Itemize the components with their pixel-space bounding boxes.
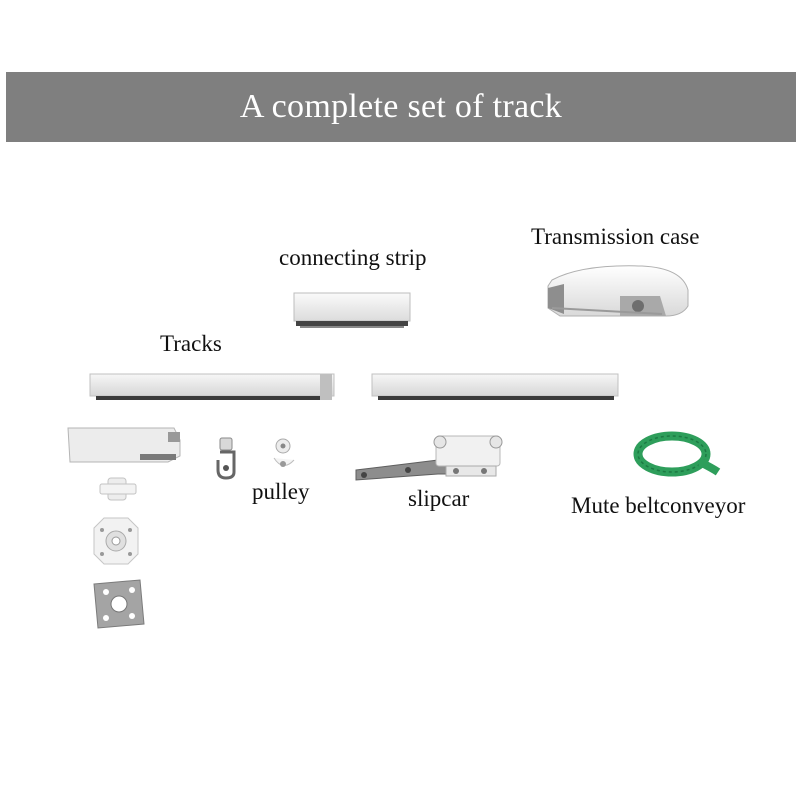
track-left-image <box>89 373 335 400</box>
label-slipcar: slipcar <box>408 486 470 511</box>
slipcar-image <box>355 435 503 481</box>
mount-bracket-image <box>93 517 139 565</box>
pulley-wheel-image <box>273 438 295 467</box>
track-right-image <box>371 373 619 400</box>
title-banner: A complete set of track <box>6 72 796 142</box>
coupling-image <box>99 477 137 501</box>
transmission-case-image <box>547 265 689 317</box>
pulley-hook-image <box>216 437 236 480</box>
label-tracks: Tracks <box>160 331 222 356</box>
label-connecting-strip: connecting strip <box>279 245 427 270</box>
label-belt: Mute beltconveyor <box>571 493 746 518</box>
banner-title: A complete set of track <box>239 88 563 125</box>
belt-coil-image <box>633 431 721 477</box>
connecting-strip-image <box>293 292 411 328</box>
label-transmission-case: Transmission case <box>531 224 700 249</box>
end-cap-image <box>67 427 181 463</box>
label-pulley: pulley <box>252 479 310 504</box>
metal-plate-image <box>93 579 145 629</box>
